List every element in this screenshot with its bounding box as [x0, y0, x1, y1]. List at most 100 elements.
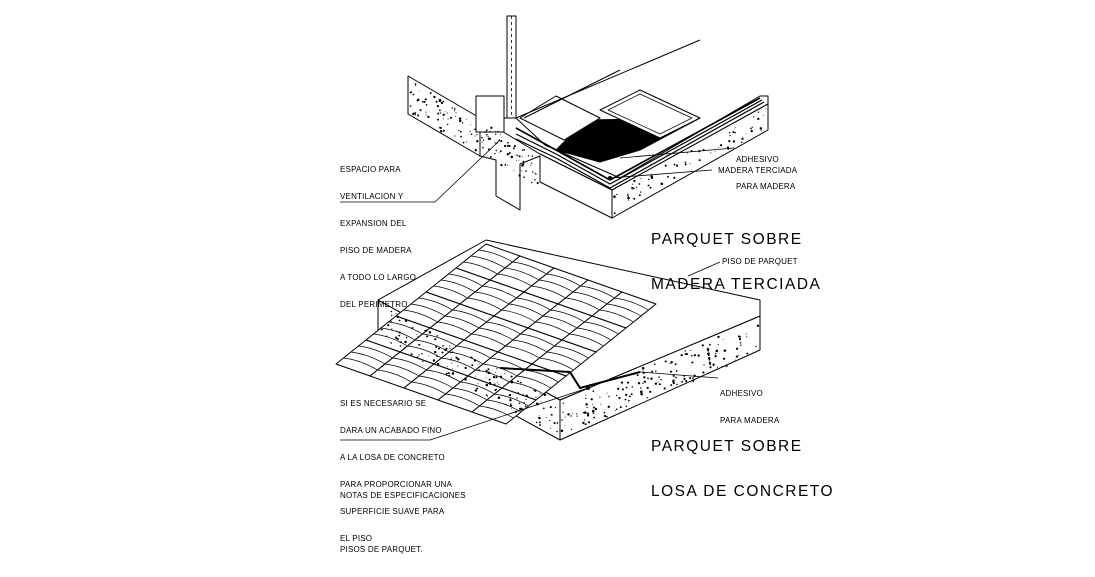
label-adhesive-line: ADHESIVO — [736, 155, 779, 164]
concrete-aggregate — [404, 319, 408, 322]
concrete-aggregate — [640, 178, 642, 180]
note-finish-line: DARA UN ACABADO FINO — [340, 426, 442, 435]
concrete-aggregate — [442, 344, 444, 347]
concrete-aggregate — [685, 380, 688, 383]
concrete-aggregate — [428, 355, 430, 357]
concrete-aggregate — [658, 376, 660, 378]
concrete-aggregate — [517, 392, 520, 394]
parquet-tile-grid — [335, 243, 657, 425]
label-plywood: MADERA TERCIADA — [718, 166, 798, 175]
concrete-aggregate — [497, 130, 499, 133]
concrete-aggregate — [515, 154, 517, 156]
concrete-aggregate — [737, 354, 739, 356]
concrete-aggregate — [441, 351, 444, 354]
label-adhesive-top: ADHESIVO PARA MADERA — [736, 137, 795, 200]
concrete-aggregate — [509, 399, 512, 402]
concrete-aggregate — [522, 156, 524, 158]
wood-grain — [388, 321, 423, 335]
concrete-aggregate — [470, 124, 472, 126]
concrete-aggregate — [650, 176, 654, 180]
concrete-aggregate — [452, 367, 453, 369]
concrete-aggregate — [642, 382, 644, 385]
concrete-aggregate — [390, 314, 393, 317]
concrete-aggregate — [447, 372, 450, 375]
concrete-aggregate — [429, 92, 432, 95]
concrete-aggregate — [482, 139, 485, 141]
concrete-aggregate — [717, 146, 719, 148]
concrete-aggregate — [437, 118, 439, 121]
concrete-aggregate — [631, 386, 634, 388]
concrete-aggregate — [476, 387, 479, 390]
wood-grain — [546, 351, 582, 365]
concrete-aggregate — [708, 361, 712, 364]
concrete-aggregate — [715, 349, 719, 353]
concrete-aggregate — [464, 377, 467, 381]
concrete-aggregate — [519, 167, 521, 169]
note-finish-line: SI ES NECESARIO SE — [340, 399, 427, 408]
concrete-aggregate — [521, 149, 524, 151]
wood-grain — [550, 309, 585, 323]
label-adhesive-line: ADHESIVO — [720, 389, 763, 398]
concrete-aggregate — [587, 414, 590, 417]
concrete-aggregate — [739, 342, 742, 344]
concrete-aggregate — [654, 363, 656, 366]
concrete-aggregate — [732, 140, 736, 143]
concrete-aggregate — [435, 346, 438, 348]
concrete-aggregate — [457, 365, 459, 367]
concrete-aggregate — [436, 355, 438, 358]
concrete-aggregate — [510, 408, 512, 410]
wood-grain — [520, 333, 555, 347]
concrete-aggregate — [505, 403, 507, 405]
concrete-aggregate — [449, 345, 451, 347]
concrete-aggregate — [496, 368, 498, 370]
concrete-aggregate — [414, 114, 417, 116]
concrete-aggregate — [669, 363, 671, 365]
concrete-aggregate — [484, 131, 487, 133]
concrete-aggregate — [455, 356, 458, 359]
wood-grain — [569, 333, 604, 347]
concrete-aggregate — [674, 363, 677, 366]
concrete-aggregate — [638, 183, 641, 185]
wood-grain — [422, 333, 457, 347]
parquet-detail-drawing — [335, 15, 769, 441]
wood-grain — [343, 357, 378, 371]
title-top-line: PARQUET SOBRE — [651, 231, 803, 248]
concrete-aggregate — [494, 141, 495, 143]
wood-grain — [504, 267, 540, 281]
concrete-aggregate — [516, 380, 519, 383]
concrete-aggregate — [500, 133, 501, 135]
concrete-aggregate — [585, 403, 588, 406]
concrete-aggregate — [725, 364, 728, 367]
concrete-aggregate — [707, 349, 710, 352]
concrete-aggregate — [591, 404, 593, 405]
concrete-aggregate — [440, 101, 444, 105]
concrete-aggregate — [745, 132, 747, 134]
concrete-aggregate — [511, 379, 513, 381]
concrete-aggregate — [561, 419, 563, 421]
wood-grain — [478, 327, 514, 341]
concrete-aggregate — [525, 170, 527, 172]
concrete-aggregate — [632, 183, 634, 185]
concrete-aggregate — [556, 430, 558, 433]
concrete-aggregate — [535, 173, 537, 175]
concrete-aggregate — [533, 389, 535, 391]
concrete-aggregate — [701, 344, 704, 347]
title-bottom-line: LOSA DE CONCRETO — [651, 483, 835, 500]
concrete-aggregate — [466, 118, 467, 120]
concrete-aggregate — [732, 131, 735, 134]
concrete-aggregate — [697, 354, 700, 357]
concrete-aggregate — [476, 133, 478, 136]
concrete-aggregate — [673, 176, 676, 179]
concrete-aggregate — [506, 144, 510, 147]
concrete-aggregate — [670, 384, 673, 387]
concrete-aggregate — [516, 154, 518, 156]
concrete-aggregate — [721, 365, 723, 367]
concrete-aggregate — [474, 128, 476, 131]
concrete-aggregate — [492, 376, 496, 379]
concrete-aggregate — [720, 153, 722, 155]
concrete-aggregate — [488, 137, 492, 141]
concrete-aggregate — [531, 162, 533, 164]
concrete-aggregate — [518, 402, 521, 405]
concrete-aggregate — [587, 421, 591, 424]
concrete-aggregate — [593, 416, 596, 419]
